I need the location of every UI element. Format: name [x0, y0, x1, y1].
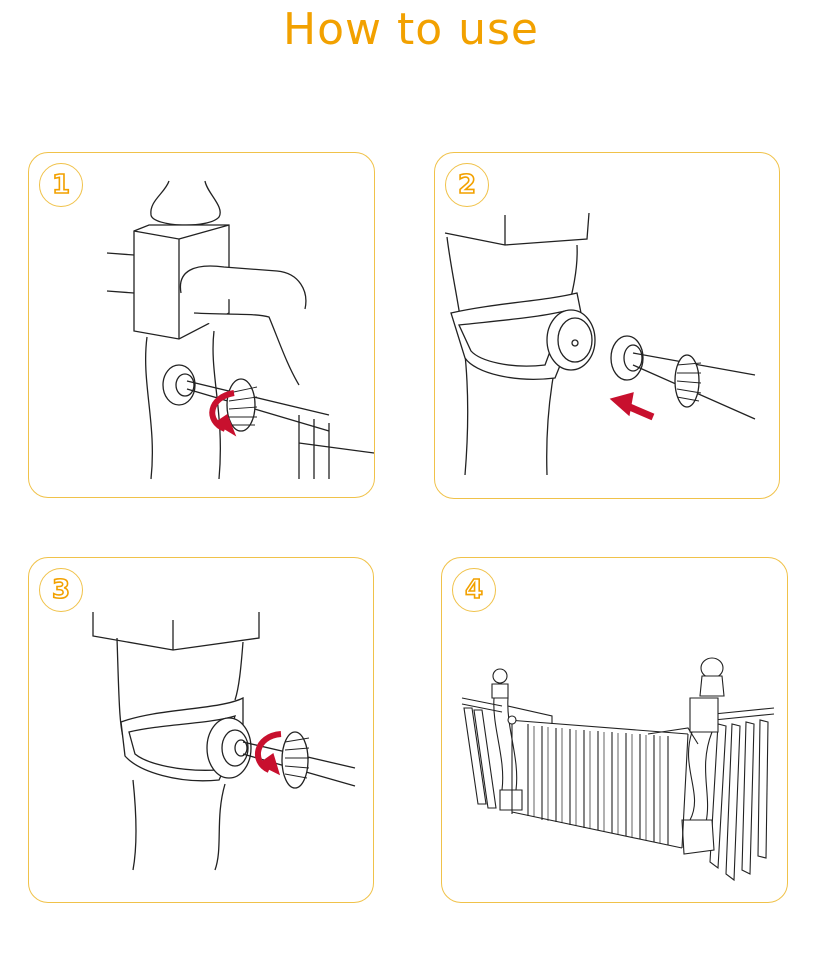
newel-block	[445, 213, 589, 245]
step-number-3: 3	[39, 568, 83, 612]
step-number-1: 1	[39, 163, 83, 207]
newel-block	[93, 612, 259, 650]
step-1-panel: 1	[28, 152, 375, 498]
step-number-4: 4	[452, 568, 496, 612]
newel-post	[146, 331, 221, 479]
step-4-panel: 4	[441, 557, 788, 903]
rod	[187, 381, 329, 431]
step-3-illustration	[29, 558, 374, 903]
left-balusters	[462, 698, 502, 808]
wall-cup	[163, 365, 195, 405]
safety-gate	[508, 706, 698, 848]
mount-knob	[547, 310, 595, 370]
right-balusters	[710, 708, 774, 880]
left-newel	[492, 669, 522, 810]
adjust-wheel	[227, 379, 255, 431]
step-4-illustration	[442, 558, 788, 903]
step-2-illustration	[435, 153, 780, 499]
page-title: How to use	[282, 4, 540, 55]
newel-post	[117, 638, 243, 870]
wall-cup	[611, 336, 643, 380]
hand	[180, 266, 305, 385]
adjust-wheel	[282, 732, 308, 788]
step-number-2: 2	[445, 163, 489, 207]
step-2-panel: 2	[434, 152, 780, 499]
adjust-wheel	[675, 355, 699, 407]
step-3-panel: 3	[28, 557, 374, 903]
step-1-illustration	[29, 153, 375, 498]
right-newel	[682, 658, 724, 854]
mount-knob	[207, 718, 251, 778]
newel-cap	[151, 181, 220, 225]
